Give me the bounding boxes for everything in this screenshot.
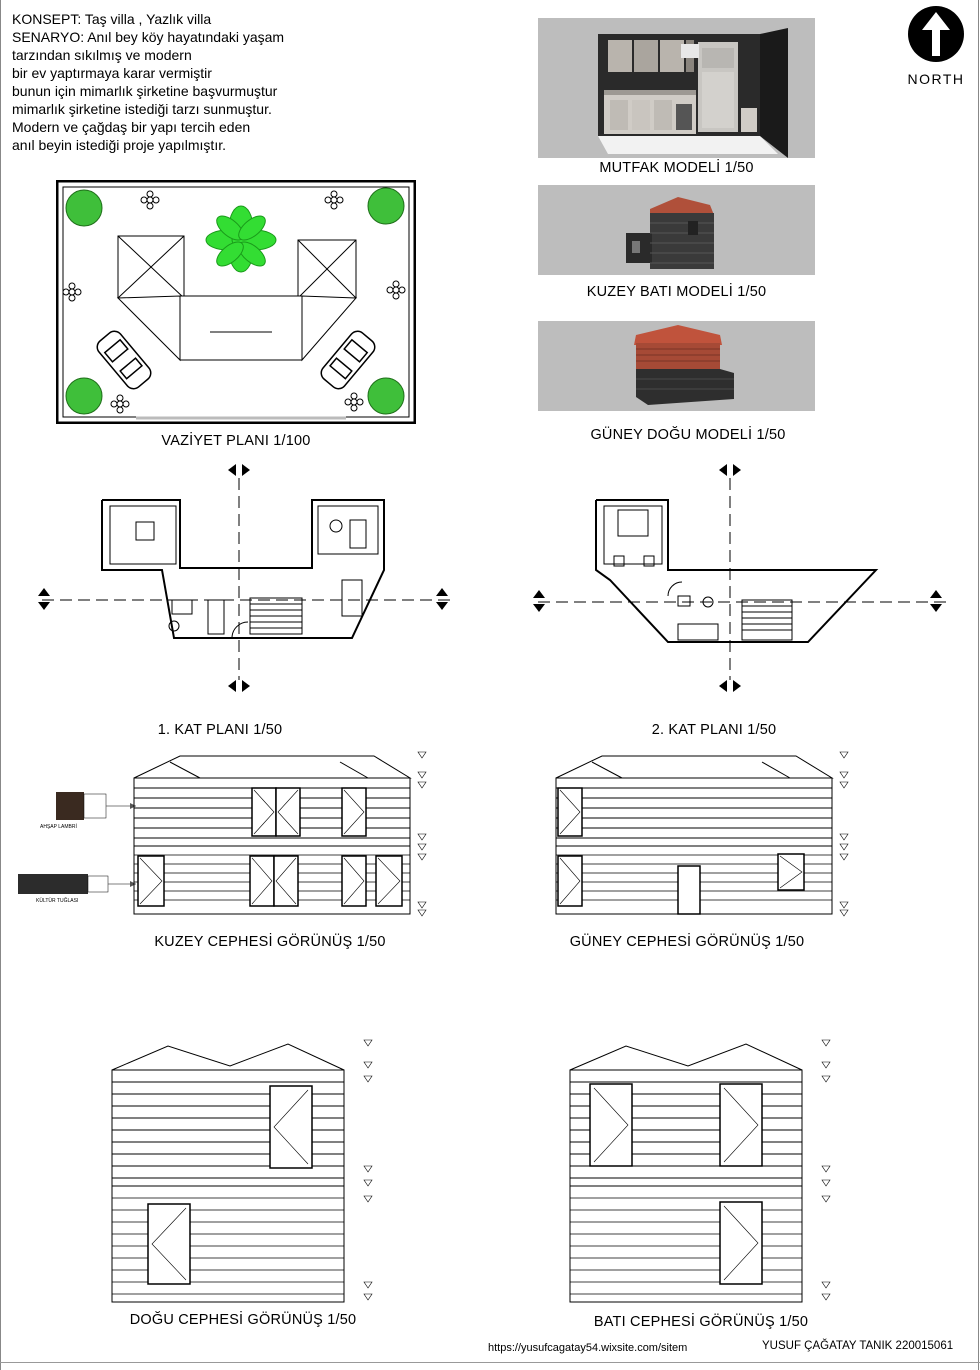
intro-line: tarzından sıkılmış ve modern [12,47,192,63]
section-marker-icon [533,464,942,692]
floor-plan-2-caption: 2. KAT PLANI 1/50 [651,722,777,738]
intro-line: Modern ve çağdaş bir yapı tercih eden [12,119,251,135]
page-border-left [0,0,1,1370]
south-elevation [555,751,849,917]
material-legend [18,792,136,894]
bottom-divider [0,1362,980,1363]
north-elevation [133,751,427,917]
kitchen-model-caption: MUTFAK MODELİ 1/50 [599,160,754,176]
site-plan [56,180,416,424]
east-elevation [111,1039,373,1303]
north-arrow-icon [908,6,964,62]
flower-icon [62,190,406,414]
wood-label: AHŞAP LAMBRİ [40,824,77,830]
southeast-model-caption: GÜNEY DOĞU MODELİ 1/50 [590,427,786,443]
intro-line: bunun için mimarlık şirketine başvurmuşt… [12,83,278,99]
northwest-model-caption: KUZEY BATI MODELİ 1/50 [586,284,767,300]
west-elevation-caption: BATI CEPHESİ GÖRÜNÜŞ 1/50 [593,1314,809,1330]
east-elevation-caption: DOĞU CEPHESİ GÖRÜNÜŞ 1/50 [129,1312,357,1328]
author-credit: YUSUF ÇAĞATAY TANIK 220015061 [762,1340,954,1352]
section-marker-icon [38,464,448,692]
north-label: NORTH [907,71,965,87]
floor-plan-2 [533,464,948,692]
south-elevation-caption: GÜNEY CEPHESİ GÖRÜNÜŞ 1/50 [569,934,805,950]
page-border-right [978,0,979,1370]
kitchen-model-render [538,18,815,158]
southeast-model-render [538,321,815,411]
car-icon [96,330,376,390]
palm-tree-icon [205,205,277,273]
intro-line: anıl beyin istediği proje yapılmıştır. [12,137,226,153]
north-elevation-caption: KUZEY CEPHESİ GÖRÜNÜŞ 1/50 [154,934,386,950]
intro-line: SENARYO: Anıl bey köy hayatındaki yaşam [12,29,285,45]
floor-plan-1-caption: 1. KAT PLANI 1/50 [157,722,283,738]
intro-line: bir ev yaptırmaya karar vermiştir [12,65,212,81]
wood-sample [56,792,84,820]
website-link[interactable]: https://yusufcagatay54.wixsite.com/sitem [488,1342,688,1354]
west-elevation [569,1039,831,1303]
tree-icon [65,187,405,415]
stone-sample [18,874,88,894]
concept-text: KONSEPT: Taş villa , Yazlık villa SENARY… [12,10,352,154]
north-arrow: NORTH [904,4,968,87]
site-plan-caption: VAZİYET PLANI 1/100 [161,433,311,449]
stone-label: KÜLTÜR TUĞLASI [36,898,79,904]
intro-line: KONSEPT: Taş villa , Yazlık villa [12,11,212,27]
intro-line: mimarlık şirketine istediği tarzı sunmuş… [12,101,272,117]
northwest-model-render [538,185,815,275]
floor-plan-1 [38,464,452,692]
